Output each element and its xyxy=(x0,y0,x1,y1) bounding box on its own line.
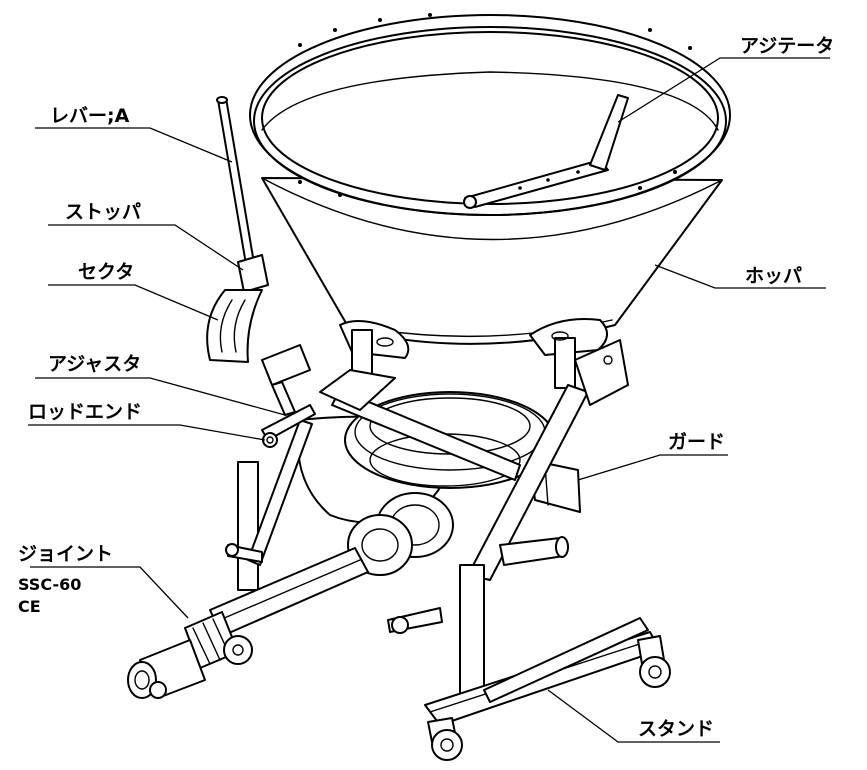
label-stand: スタンド xyxy=(638,718,714,740)
label-adjuster: アジャスタ xyxy=(48,353,141,375)
label-hopper: ホッパ xyxy=(745,265,802,287)
pto-joint xyxy=(127,547,369,699)
leader-agitator xyxy=(617,57,830,123)
leader-guard xyxy=(577,454,728,481)
leader-adjuster xyxy=(35,377,286,416)
label-stopper: ストッパ xyxy=(65,201,141,223)
rim-bolts xyxy=(298,13,692,197)
frame xyxy=(225,339,629,701)
label-joint-model-2: CE xyxy=(18,597,41,616)
leader-lines xyxy=(28,57,830,743)
hopper xyxy=(249,13,731,345)
leader-stopper xyxy=(48,224,244,271)
label-sector: セクタ xyxy=(78,261,134,283)
lever-assembly xyxy=(206,96,316,448)
label-rod-end: ロッドエンド xyxy=(28,401,142,423)
agitator xyxy=(463,94,629,209)
leader-lever-a xyxy=(35,127,233,163)
label-joint: ジョイント xyxy=(18,543,113,565)
leader-rod-end xyxy=(28,424,266,441)
leader-joint xyxy=(30,566,189,619)
label-agitator: アジテータ xyxy=(740,35,834,57)
leader-stand xyxy=(547,689,720,743)
stand xyxy=(424,617,671,761)
labels: アジテータ レバー;A ストッパ セクタ ホッパ アジャスタ ロッドエンド ガー… xyxy=(18,35,834,740)
label-guard: ガード xyxy=(668,431,725,453)
leader-hopper xyxy=(654,264,826,289)
label-joint-model-1: SSC-60 xyxy=(18,575,81,594)
leader-sector xyxy=(48,284,219,321)
label-lever-a: レバー;A xyxy=(50,105,130,127)
